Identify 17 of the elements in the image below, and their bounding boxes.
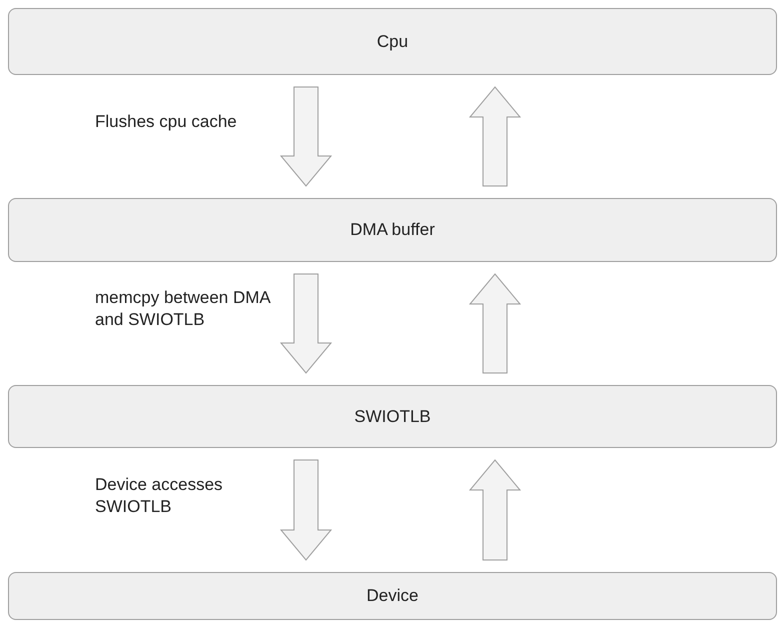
block-arrow	[468, 273, 522, 374]
block-arrow	[280, 274, 332, 374]
box-label: Device	[366, 586, 418, 606]
block-arrow	[468, 459, 522, 560]
process-box	[8, 198, 777, 262]
box-label: DMA buffer	[350, 220, 435, 240]
edge-label: memcpy between DMA and SWIOTLB	[95, 287, 270, 332]
block-arrow	[280, 86, 332, 187]
box-label: SWIOTLB	[354, 406, 431, 426]
edge-label: Flushes cpu cache	[95, 111, 238, 133]
process-box	[8, 8, 777, 75]
box-label: Cpu	[376, 32, 408, 52]
edge-label: Device accesses SWIOTLB	[95, 474, 224, 518]
block-arrow	[468, 86, 522, 186]
process-box	[8, 572, 777, 620]
block-arrow	[280, 460, 332, 561]
process-box	[8, 385, 777, 448]
